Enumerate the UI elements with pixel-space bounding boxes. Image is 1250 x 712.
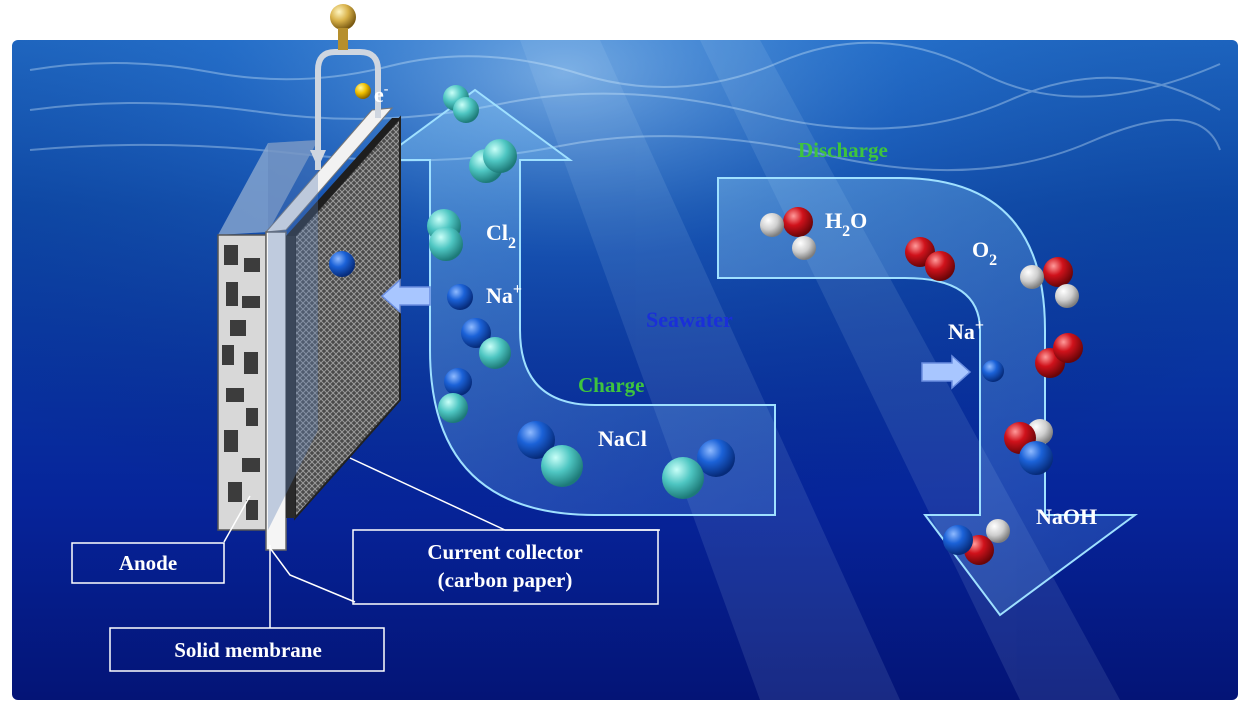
membrane-top-face: [264, 107, 394, 233]
seawater-label: Seawater: [646, 307, 733, 332]
svg-text:Na+: Na+: [948, 317, 984, 344]
oxygen-molecules: [905, 237, 1083, 378]
svg-text:Cl2: Cl2: [486, 220, 516, 252]
water-molecules: [760, 207, 1079, 308]
collector-callout-box: [352, 529, 659, 605]
electrode-stack: [217, 107, 401, 551]
svg-text:H2O: H2O: [825, 208, 867, 240]
anode-texture: [222, 245, 260, 520]
na-right-sup: +: [975, 317, 984, 334]
nacl-label: NaCl: [598, 426, 647, 451]
nacl-molecules: [438, 318, 735, 499]
naoh-molecules: [943, 419, 1053, 565]
charge-label: Charge: [578, 373, 645, 397]
electron-label: e: [374, 82, 384, 107]
cl2-sub: 2: [508, 235, 516, 252]
membrane-callout-label: Solid membrane: [174, 638, 322, 662]
sodium-atom: [329, 251, 355, 277]
naoh-label: NaOH: [1036, 504, 1097, 529]
wave-highlights: [29, 41, 1221, 172]
membrane-callout-box: [109, 627, 385, 672]
bulb-icon: [330, 4, 356, 30]
anode-top-face: [218, 140, 318, 235]
na-insertion-arrow: [380, 278, 431, 314]
chlorine-molecules: [427, 85, 517, 261]
external-circuit: [310, 4, 381, 170]
na-entry-arrow: [921, 354, 972, 390]
o2-sub: 2: [989, 252, 997, 269]
electron-icon: [355, 83, 371, 99]
na-left-sup: +: [513, 281, 522, 298]
na-left-label: Na: [486, 283, 513, 308]
o2-label: O: [972, 237, 989, 262]
anode-callout-box: [71, 542, 225, 584]
collector-callout-line2: (carbon paper): [438, 568, 573, 592]
collector-callout-line1: Current collector: [427, 540, 582, 564]
svg-text:e-: e-: [374, 82, 389, 107]
discharge-label: Discharge: [798, 138, 888, 162]
h2o-o: O: [850, 208, 867, 233]
electron-sup: -: [384, 82, 389, 97]
sodium-atom: [982, 360, 1004, 382]
collector-plate: [286, 236, 295, 518]
h2o-h: H: [825, 208, 842, 233]
sodium-atom: [447, 284, 473, 310]
anode-side-face: [268, 140, 318, 530]
h2o-sub: 2: [842, 223, 850, 240]
svg-text:O2: O2: [972, 237, 997, 269]
charge-flow-arrow: [376, 88, 776, 516]
cl2-label: Cl: [486, 220, 508, 245]
collector-edge: [286, 118, 400, 236]
svg-text:Na+: Na+: [486, 281, 522, 308]
anode-callout-label: Anode: [119, 551, 177, 575]
na-right-label: Na: [948, 319, 975, 344]
